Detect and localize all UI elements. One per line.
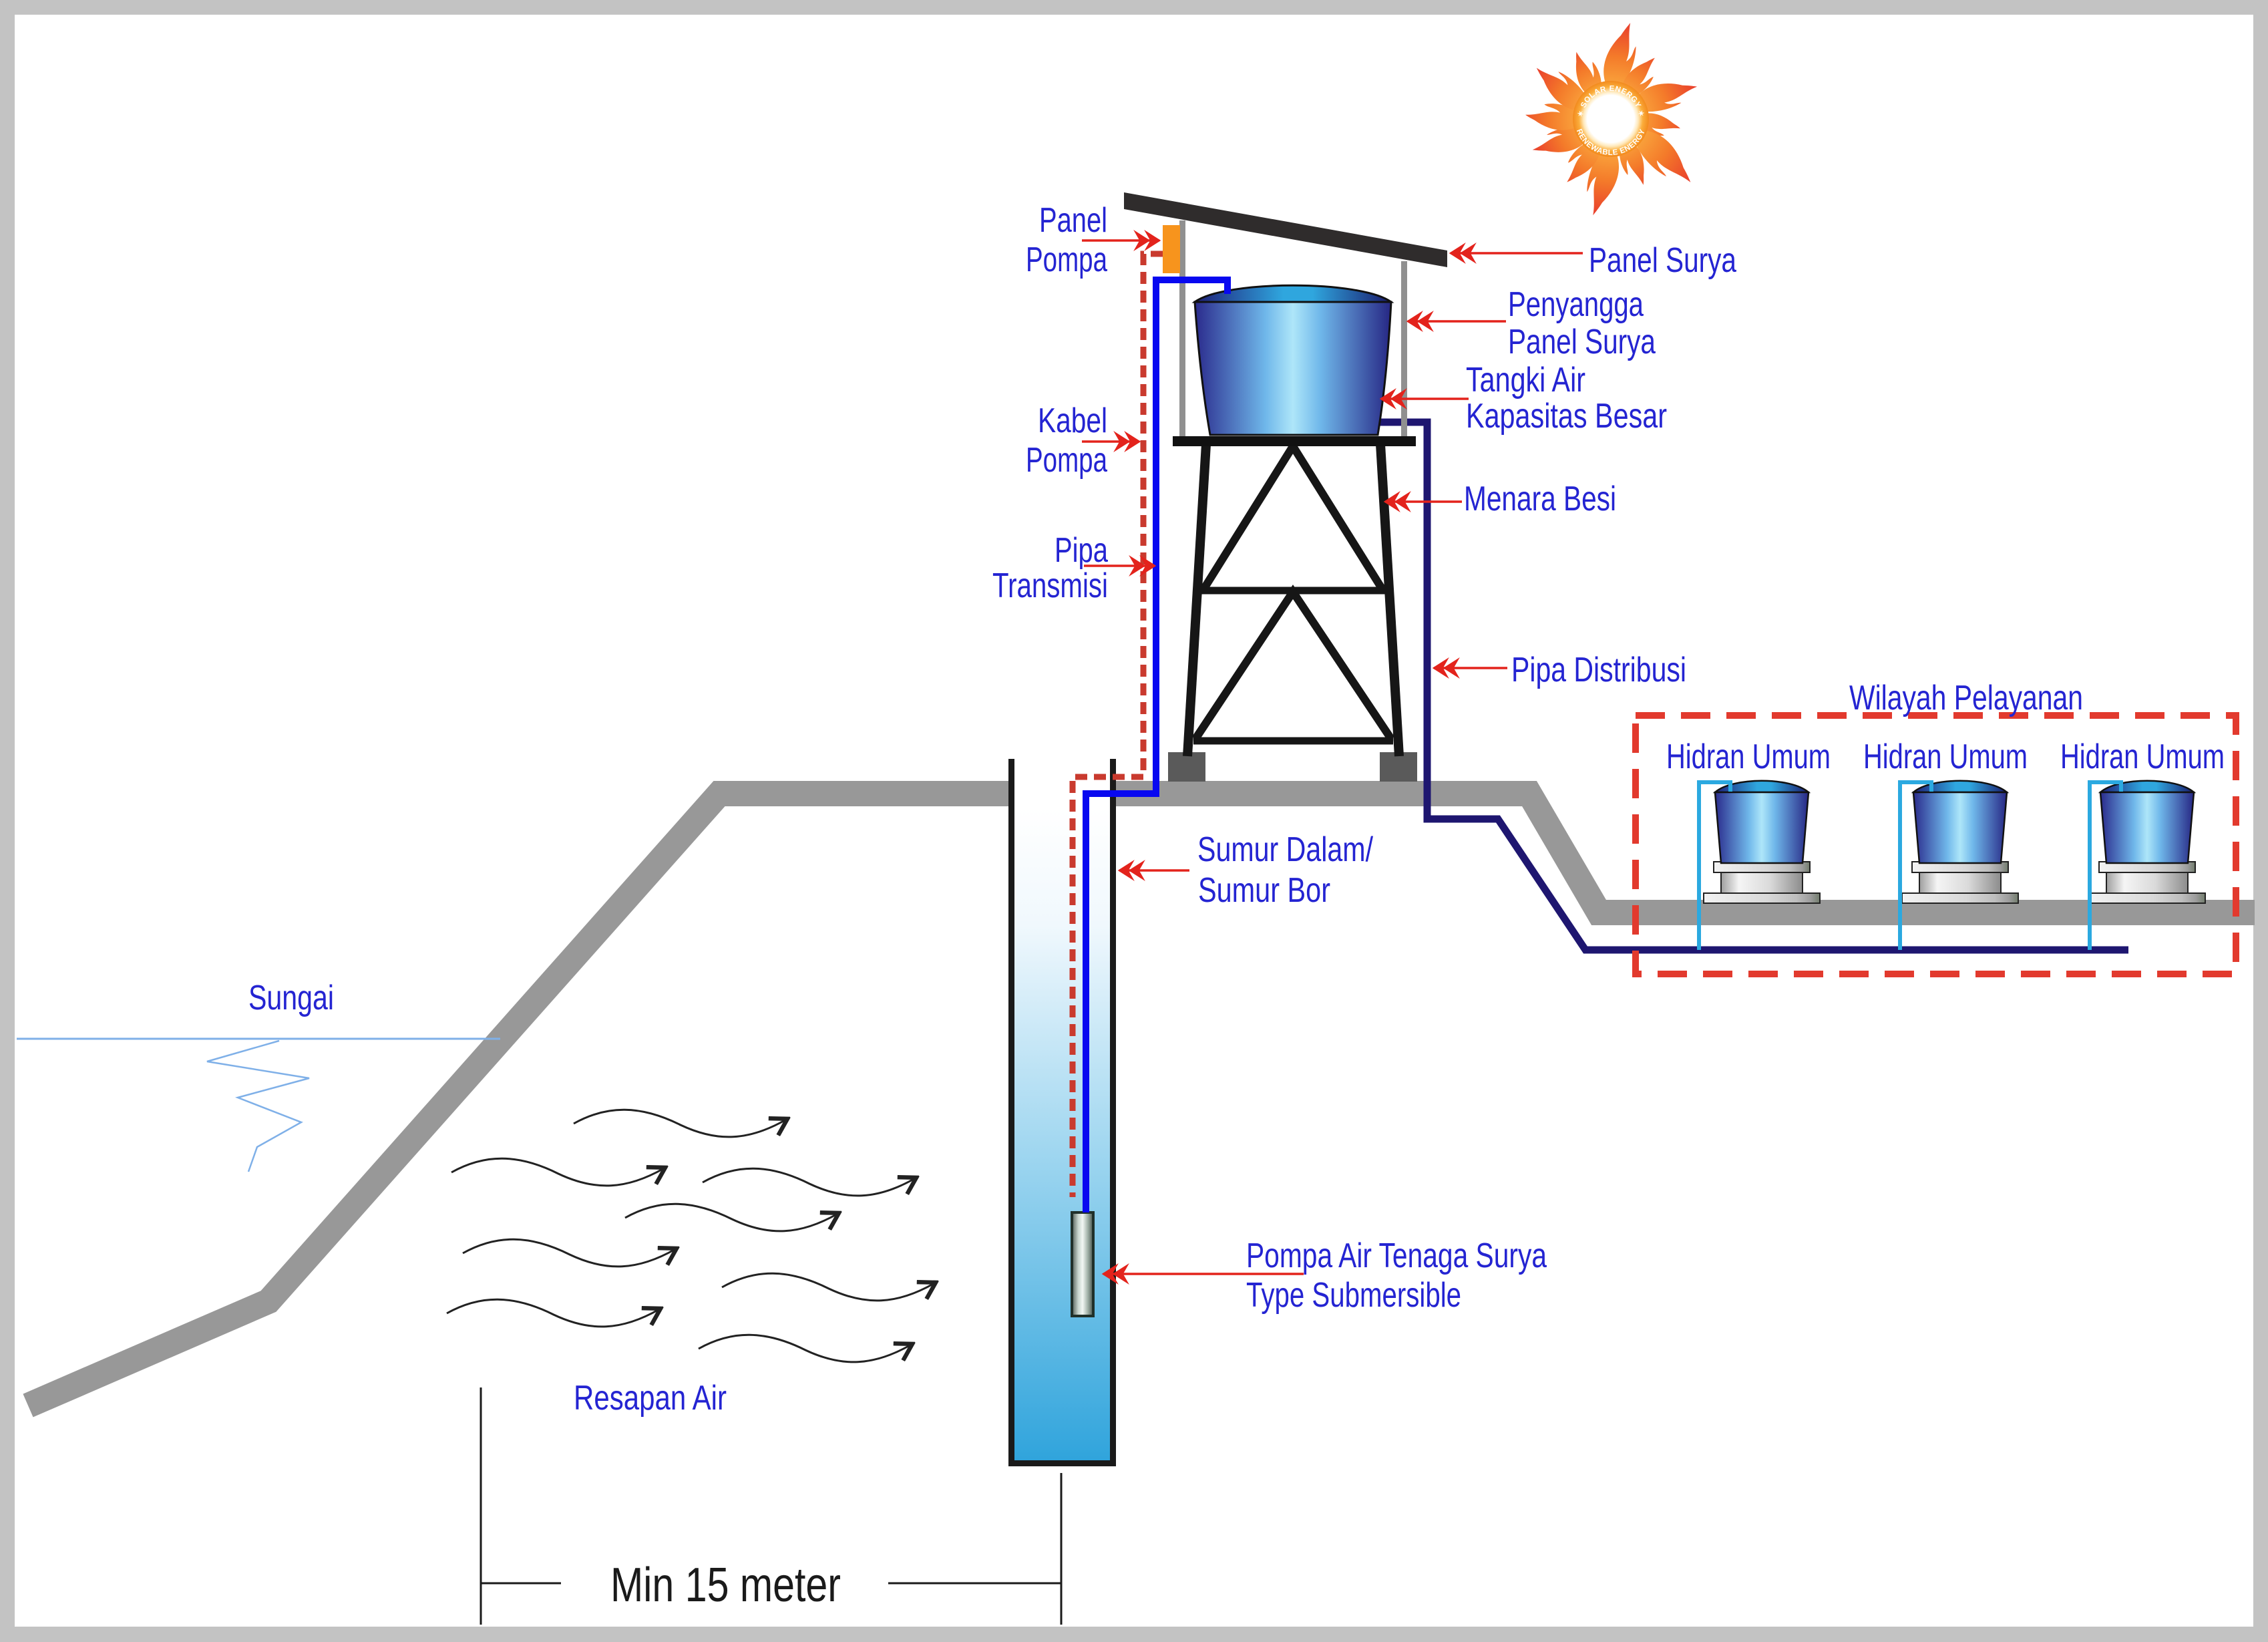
panel-post-left: [1179, 220, 1185, 436]
sun-logo: ✶ SOLAR ENERGY ✶ RENEWABLE ENERGY: [1525, 20, 1703, 218]
hydrant-riser-3: [2088, 780, 2123, 950]
label-kabel-pompa-1: Kabel: [1038, 401, 1107, 440]
label-sumur-1: Sumur Dalam/: [1197, 830, 1373, 869]
label-pompa-1: Pompa Air Tenaga Surya: [1246, 1237, 1547, 1275]
ground-left: [23, 781, 1013, 1418]
label-wilayah-pelayanan: Wilayah Pelayanan: [1849, 679, 2083, 717]
pump-panel-box: [1163, 225, 1180, 273]
hydrant-riser-2: [1898, 780, 1933, 950]
label-penyangga-1: Penyangga: [1508, 285, 1644, 324]
hydrant-tank: [1714, 791, 1810, 864]
hydrant-pedestal: [2106, 872, 2189, 894]
terrain: [23, 781, 2255, 1418]
canvas-background: [15, 15, 2253, 1627]
river-depth-zigzag: [206, 1039, 310, 1172]
label-tangki-air-2: Kapasitas Besar: [1466, 397, 1667, 436]
well-bottom: [1008, 1460, 1116, 1466]
water-tank: [1191, 284, 1394, 436]
transmission-pipe: [1083, 277, 1231, 1212]
label-resapan-air: Resapan Air: [574, 1379, 727, 1418]
hydrant-3: [2088, 780, 2206, 904]
hydrant-1: [1703, 780, 1821, 904]
hydrant-dome: [1911, 780, 2010, 794]
tower-brace-lower: [1192, 585, 1394, 742]
ground-right: [1111, 781, 2255, 925]
label-panel-pompa-2: Pompa: [1026, 240, 1107, 279]
hydrant-riser-1: [1697, 780, 1732, 950]
label-sumur-2: Sumur Bor: [1198, 871, 1330, 910]
label-hidran-2: Hidran Umum: [1863, 737, 2028, 776]
label-pipa-transmisi-1: Pipa: [1055, 531, 1108, 570]
tower-leg-right: [1376, 444, 1404, 757]
pump-cable-dashed: [1069, 251, 1163, 1197]
tank-dome: [1191, 284, 1394, 303]
label-kabel-pompa-2: Pompa: [1026, 441, 1107, 480]
labels: Panel Pompa Kabel Pompa Pipa Transmisi P…: [248, 201, 2225, 1612]
label-menara-besi: Menara Besi: [1464, 480, 1616, 518]
label-panel-pompa-1: Panel: [1039, 201, 1107, 240]
solar-panel: [1124, 192, 1447, 267]
tower-footing-right: [1380, 752, 1417, 782]
label-pipa-transmisi-2: Transmisi: [992, 566, 1108, 605]
label-pompa-2: Type Submersible: [1246, 1276, 1461, 1315]
hydrant-tank: [1912, 791, 2008, 864]
hydrant-base-slab: [1703, 892, 1821, 904]
hydrant-dome: [2098, 780, 2197, 794]
distribution-pipe: [1376, 418, 2128, 954]
service-area-box: [1632, 712, 2239, 977]
hydrant-pedestal: [1919, 872, 2002, 894]
well-wall-left: [1008, 759, 1014, 1466]
tower-footing-left: [1168, 752, 1205, 782]
hydrant-base-slab: [2088, 892, 2206, 904]
label-sungai: Sungai: [248, 979, 334, 1017]
label-arrows: [1082, 230, 1583, 1285]
well-wall-right: [1110, 759, 1116, 1466]
panel-post-right: [1401, 261, 1407, 436]
deep-well: [1008, 759, 1116, 1466]
label-pipa-distribusi: Pipa Distribusi: [1511, 651, 1686, 689]
tower-platform: [1173, 436, 1416, 446]
sun-disc: [1573, 81, 1649, 157]
well-water: [1014, 808, 1110, 1460]
dimension-min-15-meter: [480, 1387, 1063, 1625]
label-penyangga-2: Panel Surya: [1508, 323, 1656, 361]
hydrant-tank: [2099, 791, 2195, 864]
label-hidran-3: Hidran Umum: [2060, 737, 2225, 776]
submersible-pump: [1071, 1211, 1095, 1317]
label-hidran-1: Hidran Umum: [1666, 737, 1831, 776]
river: [17, 1037, 500, 1172]
hydrant-dome: [1712, 780, 1811, 794]
hydrant-pedestal: [1720, 872, 1803, 894]
label-panel-surya: Panel Surya: [1589, 241, 1736, 280]
hydrant-base-slab: [1901, 892, 2019, 904]
hydrant-2: [1901, 780, 2019, 904]
label-tangki-air-1: Tangki Air: [1466, 361, 1585, 399]
label-min-15-meter: Min 15 meter: [610, 1558, 841, 1612]
tank-body: [1193, 301, 1392, 436]
tower-leg-left: [1183, 444, 1211, 757]
